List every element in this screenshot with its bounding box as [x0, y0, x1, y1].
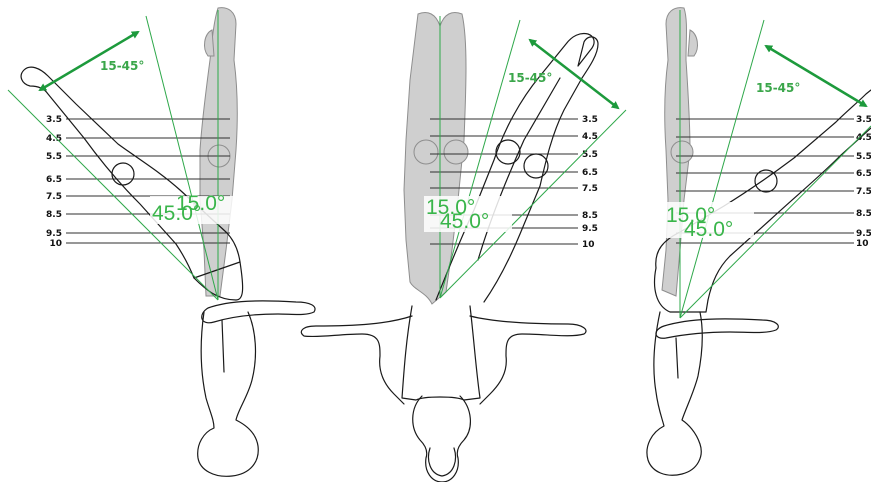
panel-center: 3.5 4.5 5.5 6.5 7.5 8.5 9.5 10 15-45° 15…	[301, 13, 626, 482]
level-label: 8.5	[856, 209, 871, 219]
level-label: 3.5	[582, 115, 598, 125]
level-label: 9.5	[856, 229, 871, 239]
level-label: 6.5	[582, 168, 598, 178]
level-label: 5.5	[46, 152, 62, 162]
arm-outline	[202, 301, 315, 323]
level-label: 6.5	[856, 169, 871, 179]
body-outline	[198, 312, 259, 476]
reference-foot	[205, 30, 214, 56]
level-label: 7.5	[46, 192, 62, 202]
range-arrow	[766, 46, 866, 106]
arm-inner	[676, 338, 678, 378]
level-label: 3.5	[856, 115, 871, 125]
angle-readout-45: 45.0°	[440, 210, 489, 233]
angle-readout-15: 15.0°	[176, 192, 225, 215]
level-label: 7.5	[582, 184, 598, 194]
reference-knee	[444, 140, 468, 164]
panel-left: 3.5 4.5 5.5 6.5 7.5 8.5 9.5 10 15-45° 45…	[8, 8, 315, 477]
level-label: 8.5	[46, 210, 62, 220]
angle-line-15	[680, 20, 764, 318]
panel-right: 3.5 4.5 5.5 6.5 7.5 8.5 9.5 10 15-45° 15…	[647, 8, 871, 476]
reference-knee	[671, 141, 693, 163]
level-labels: 3.5 4.5 5.5 6.5 7.5 8.5 9.5 10	[582, 115, 598, 250]
level-label: 9.5	[582, 224, 598, 234]
range-label: 15-45°	[508, 71, 552, 85]
level-label: 10	[49, 239, 62, 249]
level-label: 10	[582, 240, 595, 250]
level-label: 6.5	[46, 175, 62, 185]
arm-outline	[656, 319, 778, 338]
level-labels: 3.5 4.5 5.5 6.5 7.5 8.5 9.5 10	[46, 115, 62, 249]
raised-knee	[112, 163, 134, 185]
torso-outline	[402, 306, 480, 400]
angle-readout-45: 45.0°	[684, 218, 733, 241]
head-outline	[413, 396, 471, 482]
level-label: 9.5	[46, 229, 62, 239]
reference-knee	[414, 140, 438, 164]
level-label: 3.5	[46, 115, 62, 125]
level-label: 8.5	[582, 211, 598, 221]
face-outline	[429, 448, 456, 476]
level-label: 10	[856, 239, 869, 249]
raised-knee	[496, 140, 520, 164]
level-label: 7.5	[856, 187, 871, 197]
range-label: 15-45°	[756, 81, 800, 95]
arm-inner	[222, 320, 224, 372]
reference-foot	[688, 30, 697, 56]
level-label: 5.5	[856, 152, 871, 162]
arms-outline	[301, 316, 586, 404]
range-label: 15-45°	[100, 59, 144, 73]
